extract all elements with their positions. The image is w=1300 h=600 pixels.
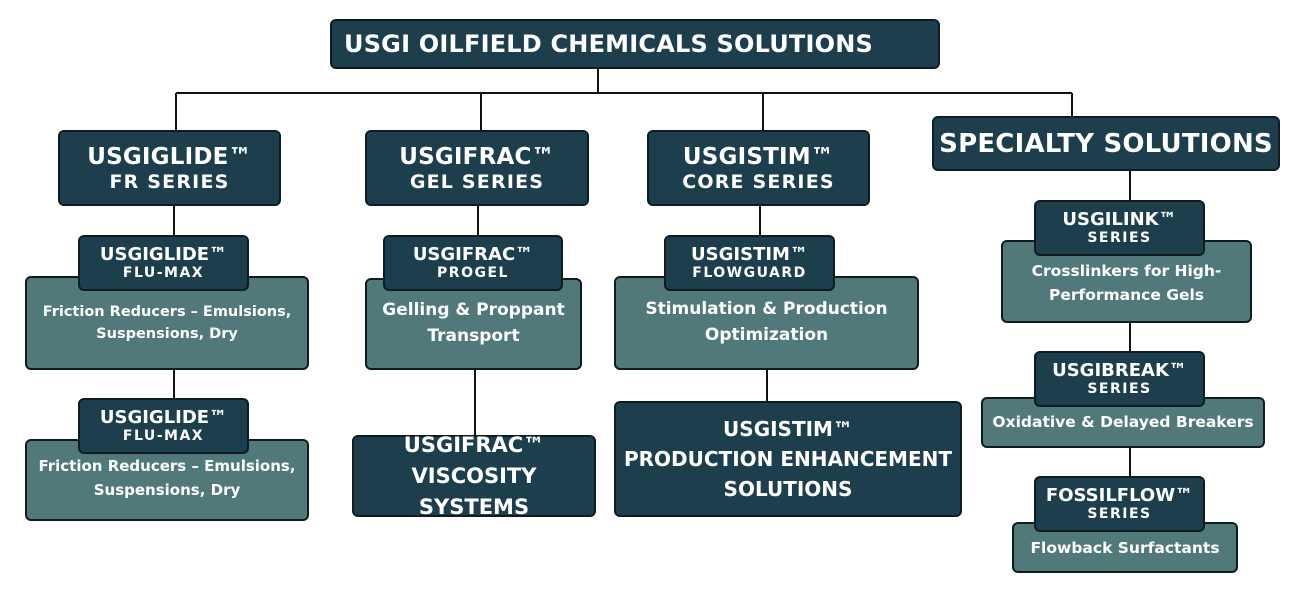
product-sub: FLU-MAX <box>122 428 205 444</box>
product-desc-line: Suspensions, Dry <box>93 481 241 499</box>
product-desc-line: Flowback Surfactants <box>1030 539 1220 557</box>
product-desc-line: Performance Gels <box>1048 286 1205 304</box>
usgifrac-viscosity-systems-box: USGIFRAC™ VISCOSITY SYSTEMS <box>352 433 596 519</box>
product-desc-line: Crosslinkers for High- <box>1031 262 1222 280</box>
product-desc-line: Optimization <box>704 325 829 345</box>
product-name: USGILINK™ <box>1062 209 1177 230</box>
header-series: FR SERIES <box>109 170 230 193</box>
footer-line: PRODUCTION ENHANCEMENT <box>623 447 952 471</box>
product-name-tag: USGISTIM™ FLOWGUARD <box>664 235 835 291</box>
product-name: USGIBREAK™ <box>1052 360 1187 381</box>
product-sub: PROGEL <box>437 265 509 281</box>
footer-line: USGISTIM™ <box>723 417 853 441</box>
product-sub: SERIES <box>1087 381 1152 397</box>
header-name: SPECIALTY SOLUTIONS <box>939 128 1273 159</box>
header-name: USGISTIM™ <box>682 143 835 170</box>
product-sub: FLU-MAX <box>122 265 205 281</box>
product-sub: SERIES <box>1087 230 1152 246</box>
usgistim-core-series-header: USGISTIM™ CORE SERIES <box>647 130 870 206</box>
product-name: USGIFRAC™ <box>412 244 534 265</box>
usgiglide-fr-series-header: USGIGLIDE™ FR SERIES <box>58 130 281 206</box>
header-name: USGIGLIDE™ <box>87 143 252 170</box>
root-title: USGI OILFIELD CHEMICALS SOLUTIONS <box>344 30 873 58</box>
root-title-box: USGI OILFIELD CHEMICALS SOLUTIONS <box>330 19 940 69</box>
header-series: CORE SERIES <box>682 170 835 193</box>
product-desc-line: Suspensions, Dry <box>96 326 238 342</box>
product-desc-box: Friction Reducers – Emulsions, Suspensio… <box>25 439 309 521</box>
product-sub: FLOWGUARD <box>692 265 807 281</box>
footer-line: USGIFRAC™ <box>403 432 545 457</box>
usgifrac-gel-series-header: USGIFRAC™ GEL SERIES <box>365 130 589 206</box>
product-name: USGIGLIDE™ <box>99 407 228 428</box>
footer-line: VISCOSITY SYSTEMS <box>411 463 537 519</box>
usgistim-production-enhancement-box: USGISTIM™ PRODUCTION ENHANCEMENT SOLUTIO… <box>614 401 962 517</box>
product-sub: SERIES <box>1087 506 1152 522</box>
header-name: USGIFRAC™ <box>399 143 555 170</box>
product-desc-line: Gelling & Proppant <box>382 300 565 320</box>
product-name-tag: USGIBREAK™ SERIES <box>1034 351 1205 407</box>
specialty-solutions-header: SPECIALTY SOLUTIONS <box>932 116 1280 171</box>
footer-line: SOLUTIONS <box>723 477 853 501</box>
product-name-tag: USGIGLIDE™ FLU-MAX <box>78 235 249 291</box>
product-name: FOSSILFLOW™ <box>1045 485 1194 506</box>
product-name-tag: FOSSILFLOW™ SERIES <box>1034 476 1205 532</box>
product-name-tag: USGILINK™ SERIES <box>1034 200 1205 256</box>
header-series: GEL SERIES <box>409 170 545 193</box>
product-desc-box: Gelling & Proppant Transport <box>365 278 582 370</box>
product-name-tag: USGIFRAC™ PROGEL <box>383 235 563 291</box>
product-desc-line: Stimulation & Production <box>645 299 888 319</box>
product-desc-line: Transport <box>427 326 520 346</box>
product-desc-line: Friction Reducers – Emulsions, <box>42 304 292 320</box>
product-name: USGIGLIDE™ <box>99 244 228 265</box>
product-name-tag: USGIGLIDE™ FLU-MAX <box>78 398 249 454</box>
product-name: USGISTIM™ <box>691 244 808 265</box>
product-desc-line: Oxidative & Delayed Breakers <box>992 413 1254 431</box>
product-desc-line: Friction Reducers – Emulsions, <box>38 457 296 475</box>
